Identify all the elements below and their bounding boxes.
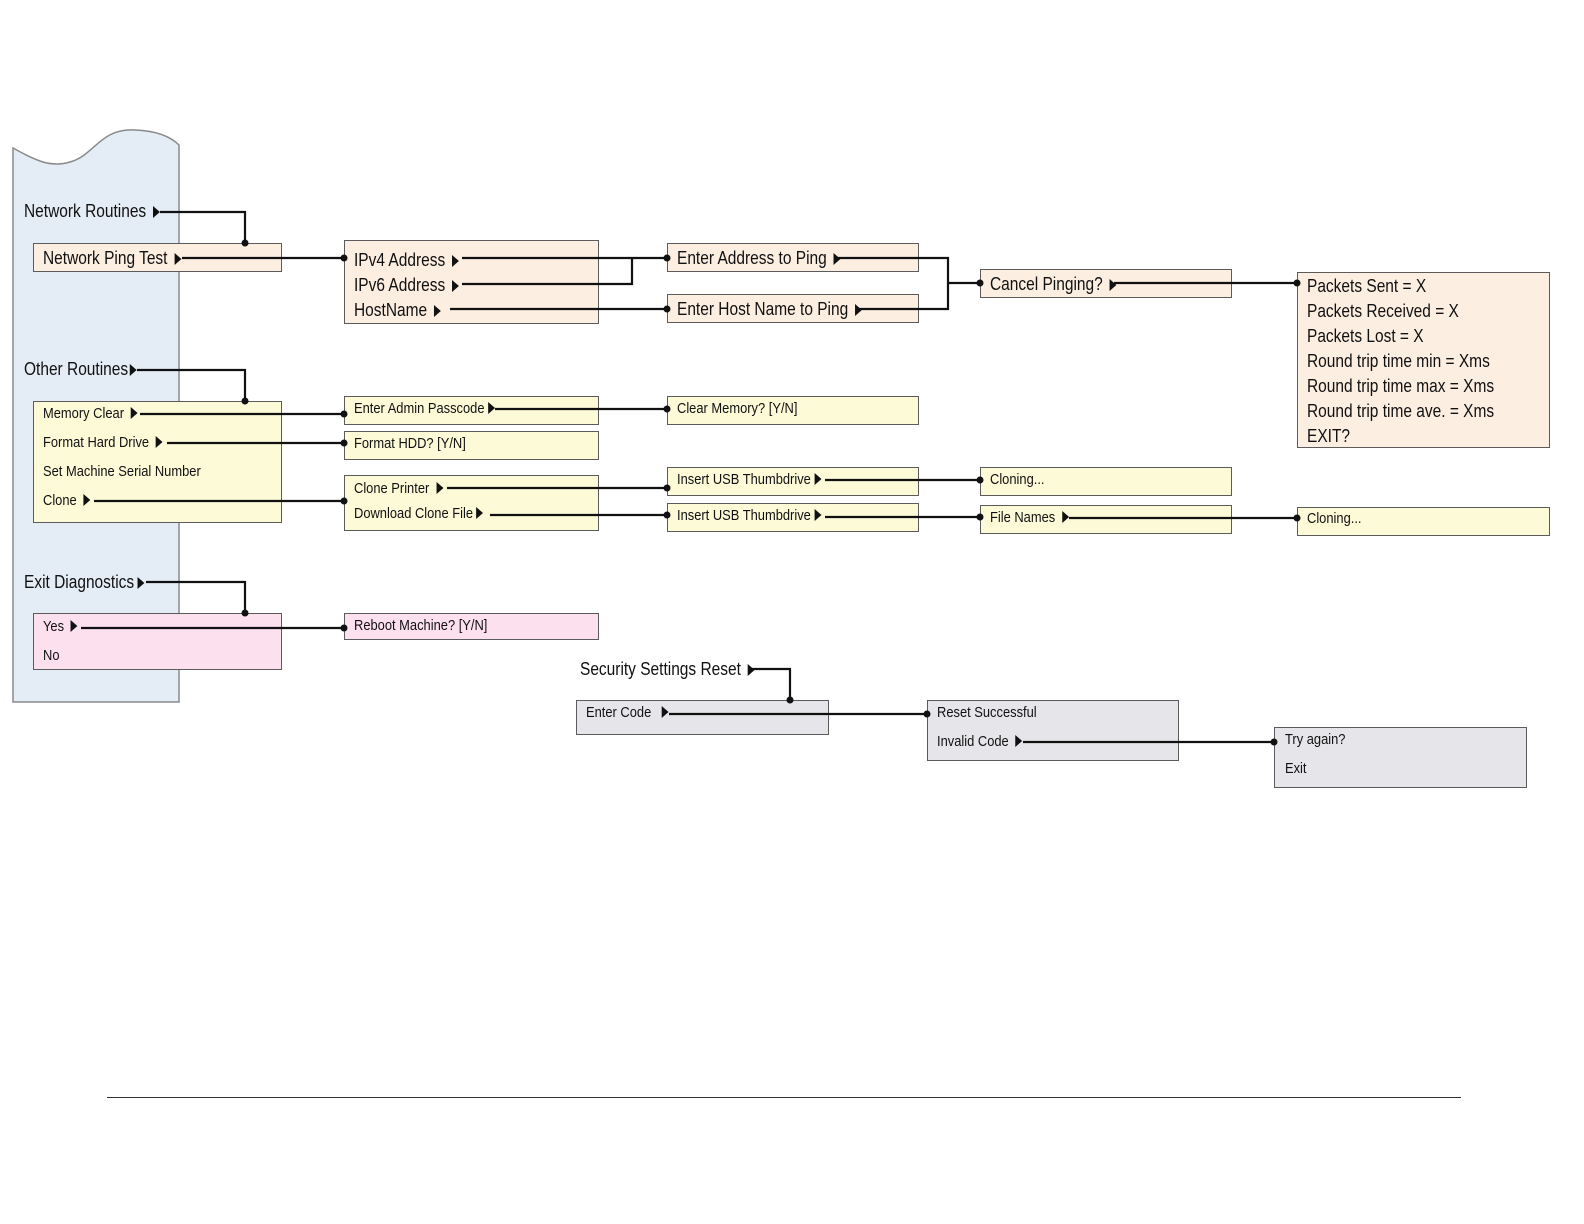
try-again-box: [1274, 727, 1527, 788]
connector-network-routines: [160, 210, 247, 243]
file-names-box: [980, 505, 1232, 534]
format-hdd-box: [344, 431, 599, 460]
clear-memory-label: Clear Memory? [Y/N]: [677, 400, 798, 417]
cloning-box-1: [980, 467, 1232, 496]
clone-options-box: [344, 475, 599, 531]
enter-address-label: Enter Address to Ping: [677, 249, 841, 267]
arrow-right-icon: [155, 436, 163, 448]
cloning-label-1: Cloning...: [990, 471, 1045, 488]
download-clone-file-label: Download Clone File: [354, 506, 484, 521]
enter-code-label: Enter Code: [586, 705, 669, 720]
memory-clear-label: Memory Clear: [43, 406, 138, 421]
format-hdd-label: Format HDD? [Y/N]: [354, 435, 466, 452]
enter-code-box: [576, 700, 829, 735]
format-hard-drive-label: Format Hard Drive: [43, 435, 163, 450]
hostname-label: HostName: [354, 301, 441, 319]
cancel-pinging-box: [980, 269, 1232, 298]
arrow-right-icon: [487, 402, 495, 414]
ping-result-line: Packets Lost = X: [1307, 326, 1424, 346]
arrow-right-icon: [1062, 511, 1069, 523]
clear-memory-box: [667, 396, 919, 425]
ipv4-address-label: IPv4 Address: [354, 251, 459, 269]
invalid-code-label: Invalid Code: [937, 734, 1023, 749]
arrow-right-icon: [434, 305, 441, 317]
ping-results-box: [1297, 272, 1550, 448]
other-routines-box: [33, 401, 282, 523]
arrow-right-icon: [476, 507, 484, 519]
yes-label: Yes: [43, 619, 78, 634]
other-routines-label: Other Routines: [24, 360, 137, 378]
arrow-right-icon: [661, 706, 669, 718]
try-again-label: Try again?: [1285, 731, 1346, 748]
network-routines-label: Network Routines: [24, 202, 160, 220]
ping-result-line: EXIT?: [1307, 426, 1351, 446]
diagnostics-menu-diagram: Network Routines Network Ping Test IPv4 …: [12, 129, 1550, 788]
insert-usb-label-1: Insert USB Thumbdrive: [677, 472, 822, 487]
arrow-right-icon: [70, 620, 78, 632]
reset-successful-label: Reset Successful: [937, 704, 1037, 721]
clone-printer-label: Clone Printer: [354, 481, 444, 496]
arrow-right-icon: [1109, 279, 1117, 291]
no-label: No: [43, 647, 60, 664]
exit-diagnostics-label: Exit Diagnostics: [24, 573, 145, 591]
arrow-right-icon: [747, 664, 755, 676]
security-settings-reset-label: Security Settings Reset: [580, 660, 755, 678]
arrow-right-icon: [436, 482, 444, 494]
enter-admin-passcode-label: Enter Admin Passcode: [354, 401, 495, 416]
arrow-right-icon: [129, 364, 137, 376]
arrow-right-icon: [855, 304, 862, 316]
arrow-right-icon: [83, 494, 91, 506]
insert-usb-box-1: [667, 467, 919, 496]
arrow-right-icon: [130, 407, 138, 419]
arrow-right-icon: [833, 253, 841, 265]
reset-result-box: [927, 700, 1179, 761]
exit-label: Exit: [1285, 760, 1307, 777]
cloning-box-2: [1297, 507, 1550, 536]
set-machine-serial-label: Set Machine Serial Number: [43, 463, 201, 480]
arrow-right-icon: [137, 577, 145, 589]
cloning-label-2: Cloning...: [1307, 510, 1362, 527]
ping-result-line: Round trip time ave. = Xms: [1307, 401, 1495, 421]
ping-result-line: Packets Sent = X: [1307, 276, 1427, 296]
page-divider: [107, 1097, 1461, 1098]
arrow-right-icon: [814, 509, 822, 521]
reboot-machine-label: Reboot Machine? [Y/N]: [354, 617, 488, 634]
arrow-right-icon: [1015, 735, 1023, 747]
enter-admin-passcode-box: [344, 396, 599, 425]
arrow-right-icon: [814, 473, 822, 485]
arrow-right-icon: [174, 253, 182, 265]
file-names-label: File Names: [990, 510, 1069, 525]
enter-host-name-label: Enter Host Name to Ping: [677, 300, 862, 318]
arrow-right-icon: [452, 280, 459, 292]
clone-label: Clone: [43, 493, 91, 508]
ping-result-line: Packets Received = X: [1307, 301, 1459, 321]
insert-usb-label-2: Insert USB Thumbdrive: [677, 508, 822, 523]
arrow-right-icon: [452, 255, 459, 267]
ping-result-line: Round trip time max = Xms: [1307, 376, 1495, 396]
connector-lines: [81, 210, 1301, 746]
network-ping-test-label: Network Ping Test: [43, 249, 182, 267]
arrow-right-icon: [153, 206, 160, 218]
ping-result-line: Round trip time min = Xms: [1307, 351, 1490, 371]
cancel-pinging-label: Cancel Pinging?: [990, 275, 1117, 293]
reboot-machine-box: [344, 613, 599, 640]
ipv6-address-label: IPv6 Address: [354, 276, 459, 294]
